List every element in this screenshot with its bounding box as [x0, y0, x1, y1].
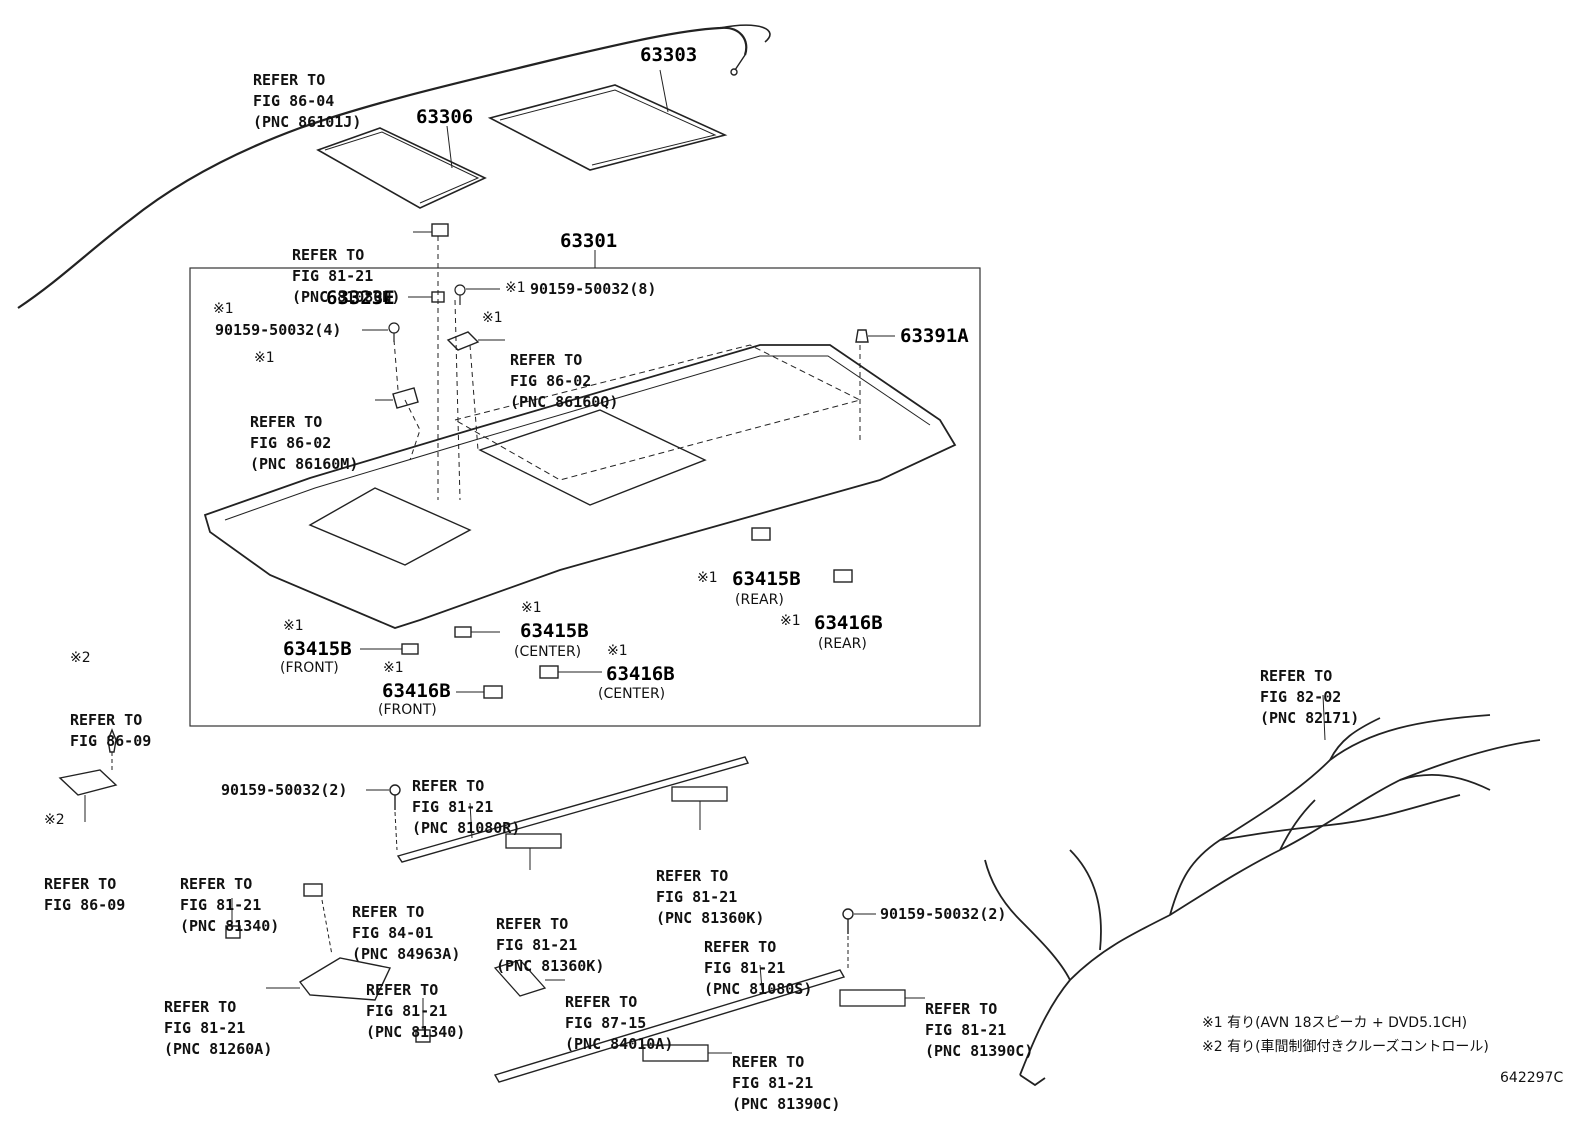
sub-rear-b: (REAR) — [818, 636, 867, 652]
screw-8 — [454, 284, 500, 305]
note-mark-2: ※2 — [44, 812, 65, 828]
lamp-84010a — [493, 959, 547, 997]
sub-front-b: (FRONT) — [378, 702, 437, 718]
part-63416b-front: 63416B — [382, 680, 451, 702]
diagram-code: 642297C — [1500, 1070, 1564, 1086]
sunroof-opening-front — [308, 487, 472, 566]
note-mark-1: ※1 — [505, 280, 526, 296]
note-mark-1: ※1 — [283, 618, 304, 634]
bracket-86160q — [446, 331, 505, 351]
note-mark-1: ※1 — [213, 301, 234, 317]
clip-63416b-center — [539, 665, 602, 679]
note-mark-1: ※1 — [607, 643, 628, 659]
clip-63415b-rear — [751, 527, 771, 541]
sub-rear-a: (REAR) — [735, 592, 784, 608]
part-63416b-center: 63416B — [606, 663, 675, 685]
part-63415b-front: 63415B — [283, 638, 352, 660]
part-63391a: 63391A — [900, 325, 969, 347]
part-63323e: 63323E — [326, 287, 395, 309]
map-lamp-81260a — [225, 883, 431, 1043]
headliner-body — [203, 344, 957, 629]
part-63303: 63303 — [640, 44, 698, 66]
sub-center-b: (CENTER) — [598, 686, 666, 702]
sub-front-a: (FRONT) — [280, 660, 339, 676]
bolt-8: 90159-50032(8) — [530, 280, 657, 298]
floor-wire-harness — [984, 714, 1541, 1087]
clip-63415b-front — [360, 643, 419, 655]
sub-center-a: (CENTER) — [514, 644, 582, 660]
rail-81080s — [493, 969, 846, 1083]
bolt-2a: 90159-50032(2) — [221, 781, 348, 799]
cruise-sensor-bracket — [58, 728, 118, 822]
part-63416b-rear: 63416B — [814, 612, 883, 634]
screw-2a — [366, 784, 401, 851]
legend-note-2: ※2 有り(車間制御付きクルーズコントロール) — [1202, 1039, 1489, 1055]
legend-note-1: ※1 有り(AVN 18スピーカ + DVD5.1CH) — [1202, 1015, 1468, 1031]
bolt-2b: 90159-50032(2) — [880, 905, 1007, 923]
bolt-4: 90159-50032(4) — [215, 321, 342, 339]
sunshade-front — [316, 127, 487, 209]
part-63415b-rear: 63415B — [732, 568, 801, 590]
note-mark-1: ※1 — [482, 310, 503, 326]
note-mark-1: ※1 — [254, 350, 275, 366]
note-mark-1: ※1 — [383, 660, 404, 676]
lamp-81360k-a — [505, 833, 562, 849]
part-63415b-center: 63415B — [520, 620, 589, 642]
lamp-81360k-b — [671, 786, 728, 802]
lamp-81390c-a — [839, 989, 906, 1007]
screw-2b — [842, 908, 876, 968]
clip-63416b-rear — [833, 569, 853, 583]
note-mark-2: ※2 — [70, 650, 91, 666]
headliner-group-box — [189, 267, 981, 727]
note-mark-1: ※1 — [521, 600, 542, 616]
parts-diagram-drawing — [17, 24, 1541, 1087]
clip-63416b-front — [456, 685, 503, 699]
clip-63391a — [855, 329, 895, 343]
clip-63323e — [408, 291, 445, 303]
note-mark-1: ※1 — [697, 570, 718, 586]
clip-81080n — [431, 223, 449, 237]
part-63301: 63301 — [560, 230, 618, 252]
screw-4 — [362, 322, 400, 342]
roof-wire-harness — [17, 26, 748, 309]
speaker-86160m — [375, 387, 419, 409]
clip-63415b-center — [454, 626, 500, 638]
note-mark-1: ※1 — [780, 613, 801, 629]
rail-81080r — [396, 756, 750, 863]
sunshade-rear — [487, 84, 728, 171]
sunroof-opening-rear — [478, 409, 707, 506]
part-63306: 63306 — [416, 106, 474, 128]
